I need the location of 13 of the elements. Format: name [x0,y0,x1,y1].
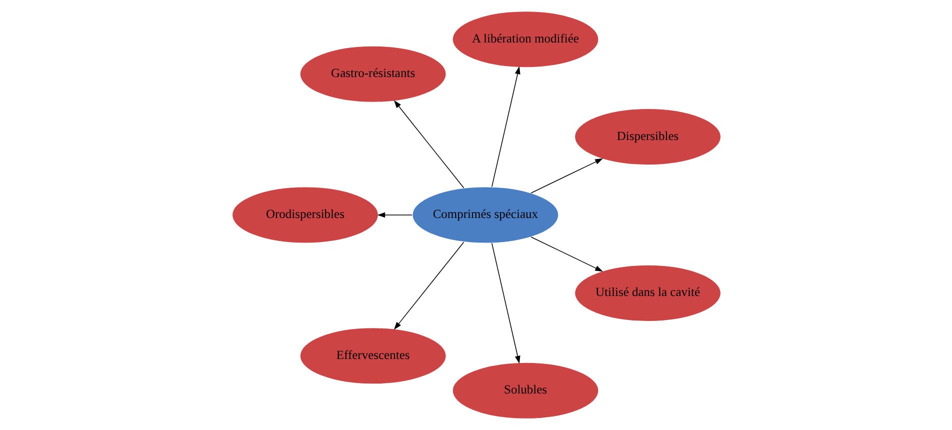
arrow [530,158,602,194]
arrow [393,242,464,330]
arrow [530,236,602,272]
arrow [490,242,520,364]
arrow [393,100,464,188]
node-ellipse: A libération modifiée [452,10,598,68]
arrow [490,66,520,188]
arrow [376,212,412,218]
node-ellipse: Effervescentes [299,327,446,384]
node-ellipse: Gastro-résistants [299,46,446,103]
node-ellipse: Solubles [452,362,598,420]
node-ellipse: Orodispersibles [231,186,378,244]
node-ellipse: Comprimés spéciaux [411,186,558,244]
